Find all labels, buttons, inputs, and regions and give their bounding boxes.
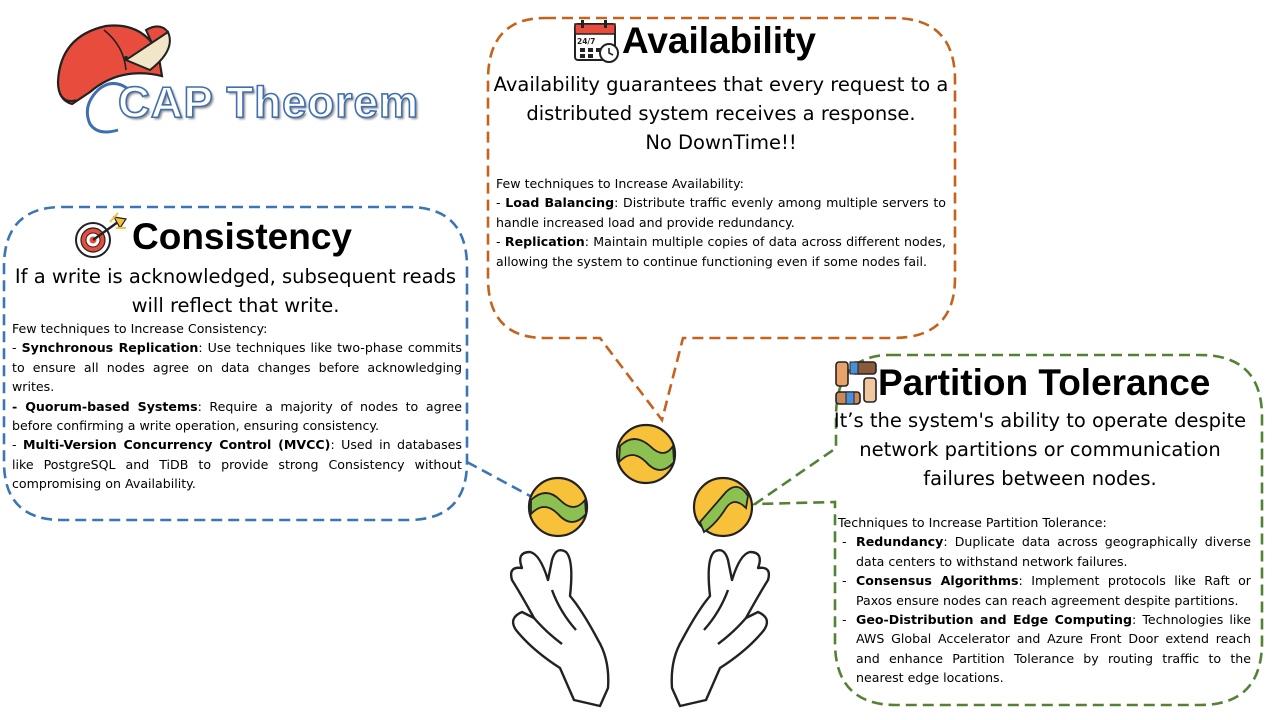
partition-heading: Partition Tolerance [878,362,1211,403]
page-title: CAP Theorem [117,77,420,128]
calendar-clock-icon: 24/7 [574,20,619,63]
red-cap-icon [56,24,171,106]
availability-lead-line: No DownTime!! [645,131,797,154]
consistency-heading: Consistency [132,216,353,257]
availability-lead: Availability guarantees that every reque… [488,70,954,157]
availability-lead-line: Availability guarantees that every reque… [493,73,949,96]
logo-letter-c-outline [85,82,133,134]
availability-heading: Availability [622,20,816,61]
availability-item-replication: - Replication: Maintain multiple copies … [496,234,946,269]
svg-text:24/7: 24/7 [577,37,595,46]
partition-lead: It’s the system's ability to operate des… [800,406,1280,493]
partition-lead-line: It’s the system's ability to operate des… [833,409,1247,432]
availability-item-load-balancing: - Load Balancing: Distribute traffic eve… [496,195,946,230]
availability-techniques: Few techniques to Increase Availability:… [496,174,946,271]
linked-hands-icon [835,361,877,405]
partition-bubble [750,353,1264,707]
consistency-bubble [2,205,469,522]
consistency-lead-line: If a write is acknowledged, subsequent r… [14,265,457,288]
juggling-ball-top [615,423,677,485]
partition-item-consensus: Consensus Algorithms: Implement protocol… [842,571,1251,610]
consistency-techniques: Few techniques to Increase Consistency: … [12,319,462,494]
consistency-lead: If a write is acknowledged, subsequent r… [4,262,467,320]
consistency-item-mvcc: - Multi-Version Concurrency Control (MVC… [12,437,462,492]
partition-techniques: Techniques to Increase Partition Toleran… [838,513,1251,688]
juggling-hands-icon [509,549,771,708]
partition-lead-line: failures between nodes. [923,467,1157,490]
consistency-item-synchronous-replication: - Synchronous Replication: Use technique… [12,340,462,395]
partition-item-redundancy: Redundancy: Duplicate data across geogra… [842,532,1251,571]
partition-intro: Techniques to Increase Partition Toleran… [838,515,1107,530]
target-icon [75,212,128,258]
partition-list: Redundancy: Duplicate data across geogra… [838,532,1251,687]
juggling-ball-left [527,476,589,538]
partition-lead-line: network partitions or communication [859,438,1221,461]
consistency-lead-line: will reflect that write. [131,294,340,317]
consistency-pointer [466,460,533,499]
availability-intro: Few techniques to Increase Availability: [496,176,744,191]
juggling-ball-right [692,476,754,538]
partition-item-geo-distribution: Geo-Distribution and Edge Computing: Tec… [842,610,1251,688]
availability-lead-line: distributed system receives a response. [526,102,916,125]
availability-bubble [486,16,957,423]
consistency-intro: Few techniques to Increase Consistency: [12,321,268,336]
consistency-item-quorum: - Quorum-based Systems: Require a majori… [12,398,462,434]
